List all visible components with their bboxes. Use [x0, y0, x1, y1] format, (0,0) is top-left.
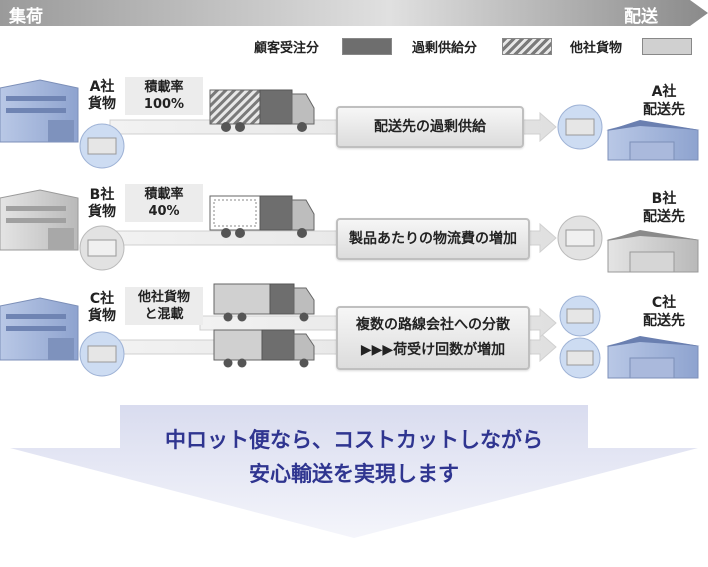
legend-swatch-excess [502, 38, 552, 55]
conclusion-arrow [10, 405, 698, 538]
header-band [0, 0, 708, 26]
cargo-circle-dest-a-icon [557, 104, 603, 150]
warehouse-b-icon [0, 189, 79, 251]
legend-label-other: 他社貨物 [570, 41, 623, 56]
message-c-line2: ▶▶▶荷受け回数が増加 [360, 342, 506, 358]
warehouse-c-icon [0, 297, 79, 361]
cargo-circle-b-icon [79, 225, 125, 271]
message-box-b: 製品あたりの物流費の増加 [336, 218, 530, 260]
legend-swatch-customer [342, 38, 392, 55]
cargo-circle-dest-c1-icon [559, 295, 601, 337]
message-box-c: 複数の路線会社への分散 ▶▶▶荷受け回数が増加 [336, 306, 530, 370]
conclusion-line2: 安心輸送を実現します [249, 462, 459, 486]
info-box-c: 他社貨物 と混載 [125, 287, 203, 325]
cargo-circle-dest-b-icon [557, 215, 603, 261]
conclusion-line1: 中ロット便なら、コストカットしながら [165, 428, 543, 452]
company-label-b: B社 貨物 [88, 187, 116, 220]
legend-swatch-other [642, 38, 692, 55]
truck-c-lower-icon [213, 329, 315, 368]
info-box-b: 積載率 40% [125, 184, 203, 222]
conclusion-text: 中ロット便なら、コストカットしながら 安心輸送を実現します [100, 423, 608, 491]
dest-label-b: B社 配送先 [643, 191, 685, 225]
info-box-a: 積載率 100% [125, 77, 203, 115]
truck-c-upper-icon [213, 283, 315, 322]
truck-b-icon [209, 195, 315, 238]
cargo-circle-a-icon [79, 123, 125, 169]
dest-building-a-icon [606, 120, 700, 161]
warehouse-a-icon [0, 79, 79, 143]
legend-label-customer: 顧客受注分 [254, 41, 320, 56]
message-box-a: 配送先の過剰供給 [336, 106, 524, 148]
cargo-circle-c-icon [79, 331, 125, 377]
legend-label-excess: 過剰供給分 [412, 41, 478, 56]
cargo-circle-dest-c2-icon [559, 337, 601, 379]
company-label-c: C社 貨物 [88, 291, 116, 324]
message-c-line1: 複数の路線会社への分散 [356, 317, 510, 333]
company-label-a: A社 貨物 [88, 79, 116, 112]
header-pickup-label: 集荷 [9, 7, 43, 27]
truck-a-icon [209, 89, 315, 132]
dest-building-b-icon [606, 230, 700, 273]
dest-label-c: C社 配送先 [643, 295, 685, 329]
dest-label-a: A社 配送先 [643, 84, 685, 118]
dest-building-c-icon [606, 336, 700, 379]
header-delivery-label: 配送 [624, 7, 658, 27]
